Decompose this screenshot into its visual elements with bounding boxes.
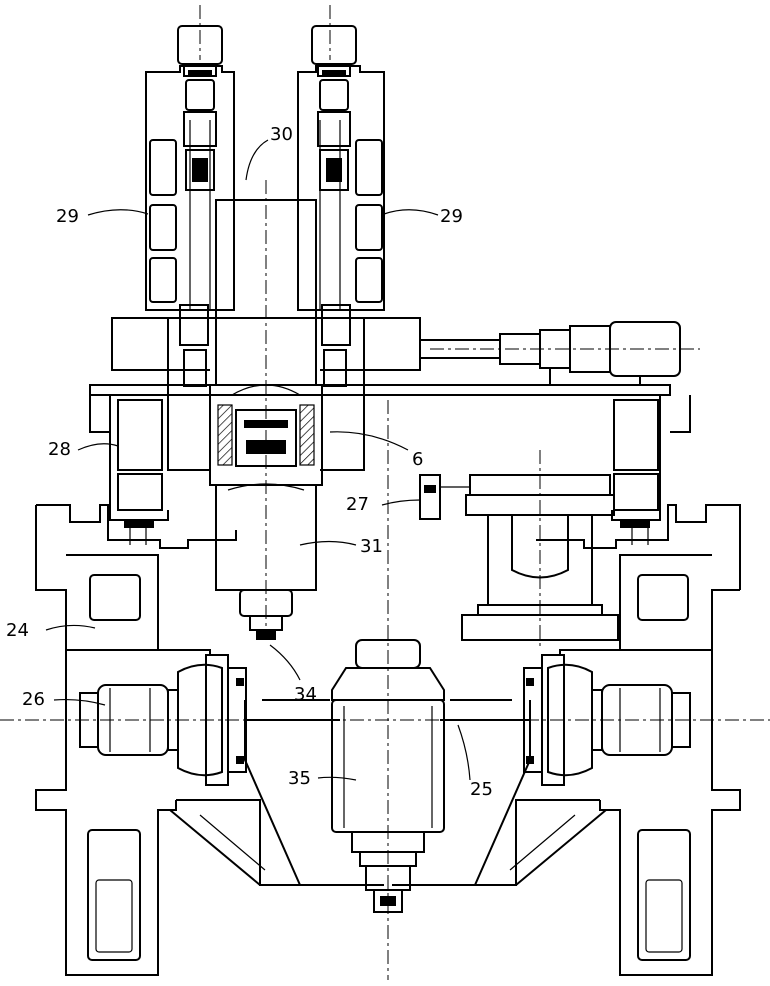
side-rotary-table <box>420 475 618 640</box>
left-column <box>146 26 234 310</box>
crossbeam <box>90 305 690 545</box>
label-29-left: 29 <box>56 206 79 227</box>
label-29-right: 29 <box>440 206 463 227</box>
motor-arm <box>420 322 680 385</box>
label-31: 31 <box>360 536 383 557</box>
label-6: 6 <box>412 449 423 470</box>
label-34: 34 <box>294 684 317 705</box>
label-26: 26 <box>22 689 45 710</box>
label-27: 27 <box>346 494 369 515</box>
label-28: 28 <box>48 439 71 460</box>
right-column <box>298 26 384 310</box>
label-35: 35 <box>288 768 311 789</box>
label-30: 30 <box>270 124 293 145</box>
label-25: 25 <box>470 779 493 800</box>
label-24: 24 <box>6 620 29 641</box>
